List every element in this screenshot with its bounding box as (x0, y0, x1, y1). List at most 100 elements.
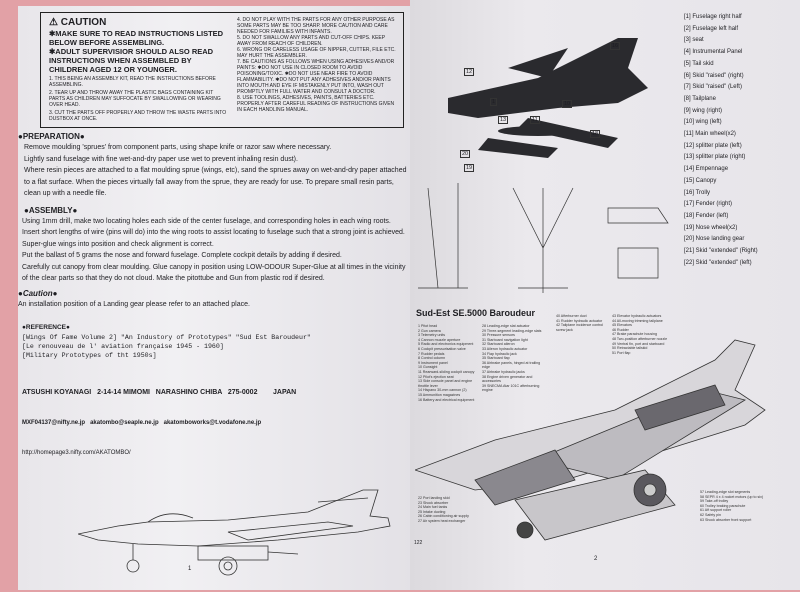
cutaway-legend-item: 28 Leading-edge slat actuator (482, 324, 530, 328)
cutaway-legend-item: 47 Brake parachute housing (612, 332, 657, 337)
assembly-line: Using 1mm drill, make two locating holes… (22, 217, 405, 248)
parts-list-item: [5] Tail skid (684, 60, 714, 67)
caution-title-text: CAUTION (60, 17, 107, 28)
cutaway-legend-item: 14 Hispano 30-mm cannon (2) (418, 388, 467, 393)
cutaway-legend-item: 8 Control column (418, 356, 446, 361)
cutaway-legend-item: 60 Trolley braking parachute (700, 503, 746, 508)
parts-list-item: [10] wing (left) (684, 119, 722, 126)
cutaway-legend-item: 63 Shock absorber front support (700, 517, 752, 522)
cutaway-legend-item: 4 Cannon muzzle aperture (418, 337, 461, 342)
cutaway-legend-item: 7 Rudder pedals (418, 351, 445, 356)
contact-block: ATSUSHI KOYANAGI 2-14-14 MIMOMI NARASHIN… (22, 368, 406, 478)
cutaway-legend-item: 31 Starboard navigation light (482, 337, 528, 342)
reference-heading: ●REFERENCE● (22, 324, 70, 331)
cutaway-legend-item: 46 Rudder (612, 327, 629, 332)
cutaway-legend-item: 1 Pitot head (418, 324, 438, 328)
callout: 19 (464, 164, 475, 172)
caution-item: 1. THIS BEING AN ASSEMBLY KIT, READ THE … (49, 76, 216, 88)
cutaway-legend-item: 16 Battery and electrical equipment (418, 397, 475, 402)
preparation-heading: ●PREPARATION● (18, 132, 85, 141)
assembly-text: Using 1mm drill, make two locating holes… (22, 216, 406, 285)
cutaway-legend-item: 13 Side console panel and engine throttl… (418, 379, 473, 388)
preparation-line: Remove moulding 'sprues' from component … (24, 144, 332, 151)
callout: 20 (460, 150, 471, 158)
caution-item: 7. BE CAUTIONS AS FOLLOWS WHEN USING ADH… (237, 59, 395, 95)
parts-list-item: [13] splitter plate (right) (684, 154, 746, 161)
cutaway-legend-item: 42 Tailplane incidence control screw jac… (556, 323, 604, 332)
cutaway-legend-item: 26 Cabin conditioning air supply (418, 514, 469, 519)
caution-note-text: An installation position of a Landing ge… (18, 300, 250, 308)
exploded-parts-diagram (418, 38, 669, 293)
caution-item: 8. USE TOOLINGS, ADHESIVES, PAINTS, BATT… (237, 95, 395, 113)
cutaway-legend-item: 61 Aft support roller (700, 508, 732, 513)
page-number-right: 2 (594, 556, 598, 562)
cutaway-page-number: 122 (414, 540, 423, 546)
preparation-line: Where resin pieces are attached to a fla… (24, 167, 407, 197)
parts-list-item: [3] seat (684, 37, 704, 44)
caution-note-heading: ●Caution● (18, 288, 58, 298)
cutaway-legend-item: 58 SEPR 4 x 4 rocket motors (up to six) (700, 494, 764, 499)
parts-list-item: [16] Trolly (684, 189, 711, 196)
cutaway-legend-item: 2 Gun camera (418, 328, 441, 333)
instruction-page-left: ⚠ CAUTION ✱MAKE SURE TO READ INSTRUCTION… (18, 6, 412, 590)
parts-list-item: [22] Skid "extended" (left) (684, 259, 752, 266)
cutaway-legend-item: 22 Port landing skid (418, 496, 450, 500)
left-page-content: ⚠ CAUTION ✱MAKE SURE TO READ INSTRUCTION… (18, 12, 410, 592)
parts-list-item: [11] Main wheel(x2) (684, 131, 736, 138)
assembly-line: Carefully cut canopy from clear moulding… (22, 263, 406, 283)
parts-list-item: [8] Tailplane (684, 95, 716, 102)
caution-item: 3. CUT THE PARTS OFF PROPERLY AND THROW … (49, 110, 227, 122)
assembly-heading: ●ASSEMBLY● (24, 205, 78, 215)
callout: 1 (490, 98, 498, 106)
parts-list-item: [21] Skid "extended" (Right) (684, 248, 758, 255)
caution-item: 6. WRONG OR CARELESS USAGE OF NIPPER, CU… (237, 47, 396, 59)
cutaway-legend-item: 10 Gunsight (418, 365, 438, 370)
cutaway-legend-item: 37 Airbrake hydraulic jacks (482, 369, 525, 374)
cutaway-legend-item: 38 Engine driven generator and accessori… (482, 374, 533, 384)
reference-item: [Le renouveau de l' aviation française 1… (22, 343, 224, 350)
cutaway-legend-item: 49 Ventral fin, port and starboard (612, 341, 665, 346)
caution-item: 2. TEAR UP AND THROW AWAY THE PLASTIC BA… (49, 90, 221, 108)
cutaway-legend-item: 34 Flap hydraulic jack (482, 351, 517, 356)
parts-list: [1] Fuselage right half[2] Fuselage left… (684, 12, 758, 269)
parts-list-item: [17] Fender (right) (684, 201, 733, 208)
cutaway-legend-item: 40 Afterburner duct (556, 314, 587, 318)
contact-address: ATSUSHI KOYANAGI 2-14-14 MIMOMI NARASHIN… (22, 389, 297, 396)
parts-list-item: [4] Instrumental Panel (684, 49, 743, 56)
caution-right-column: 4. DO NOT PLAY WITH THE PARTS FOR ANY OT… (237, 17, 397, 122)
aircraft-side-view-drawing (78, 489, 391, 576)
cutaway-legend-item: 57 Leading-edge slot segments (700, 490, 751, 494)
cutaway-legend-item: 12 Pilot's ejection seat (418, 374, 454, 379)
cutaway-legend-item: 25 Intake ducting (418, 509, 446, 514)
callout: 18 (590, 130, 601, 138)
parts-list-item: [20] Nose landing gear (684, 236, 745, 243)
cutaway-legend-item: 9 Instrument panel (418, 360, 448, 365)
contact-url[interactable]: http://homepage3.nifty.com/AKATOMBO/ (22, 450, 131, 456)
cutaway-legend-item: 15 Ammunition magazines (418, 392, 461, 397)
cutaway-legend-item: 24 Main fuel tanks (418, 505, 448, 510)
cutaway-legend-item: 51 Port flap (612, 350, 631, 355)
cutaway-legend-item: 35 Starboard flap (482, 356, 510, 361)
cutaway-legend-item: 30 Pressure sensors (482, 333, 515, 338)
callout: 13 (498, 116, 509, 124)
reference-item: [Wings Of Fame Volume 2] "An Industory o… (22, 334, 311, 341)
parts-list-item: [14] Empennage (684, 166, 729, 173)
cutaway-legend-item: 11 Rearward-sliding cockpit canopy (418, 369, 475, 374)
cutaway-legend-item: 33 Aileron hydraulic actuator (482, 346, 528, 351)
cutaway-legend-item: 36 Airbrake panels, hinged at trailing e… (482, 360, 541, 370)
caution-bold-2: ✱ADULT SUPERVISIOR SHOULD ALSO READ INST… (49, 47, 214, 74)
cutaway-legend-item: 44 All-moving trimming tailplane (612, 318, 663, 323)
caution-left-column: ⚠ CAUTION ✱MAKE SURE TO READ INSTRUCTION… (49, 17, 227, 122)
parts-list-item: [15] Canopy (684, 177, 717, 184)
caution-item: 5. DO NOT SWALLOW ANY PARTS AND CUT-OFF … (237, 35, 385, 47)
diagram-callouts: 16 12 1 10 13 11 18 20 19 (418, 8, 680, 178)
cutaway-legend-item: 3 Telemetry units (418, 333, 446, 338)
parts-list-item: [18] Fender (left) (684, 212, 729, 219)
cutaway-legend-item: 27 Air system heat exchanger (418, 518, 466, 523)
cutaway-legend-item: 32 Starboard aileron (482, 342, 515, 347)
contact-emails: MXF04137@nifty.ne.jp akatombo@seaple.ne.… (22, 420, 262, 426)
callout: 10 (562, 100, 573, 108)
cutaway-legend-item: 43 Elevator hydraulic actuators (612, 314, 662, 318)
